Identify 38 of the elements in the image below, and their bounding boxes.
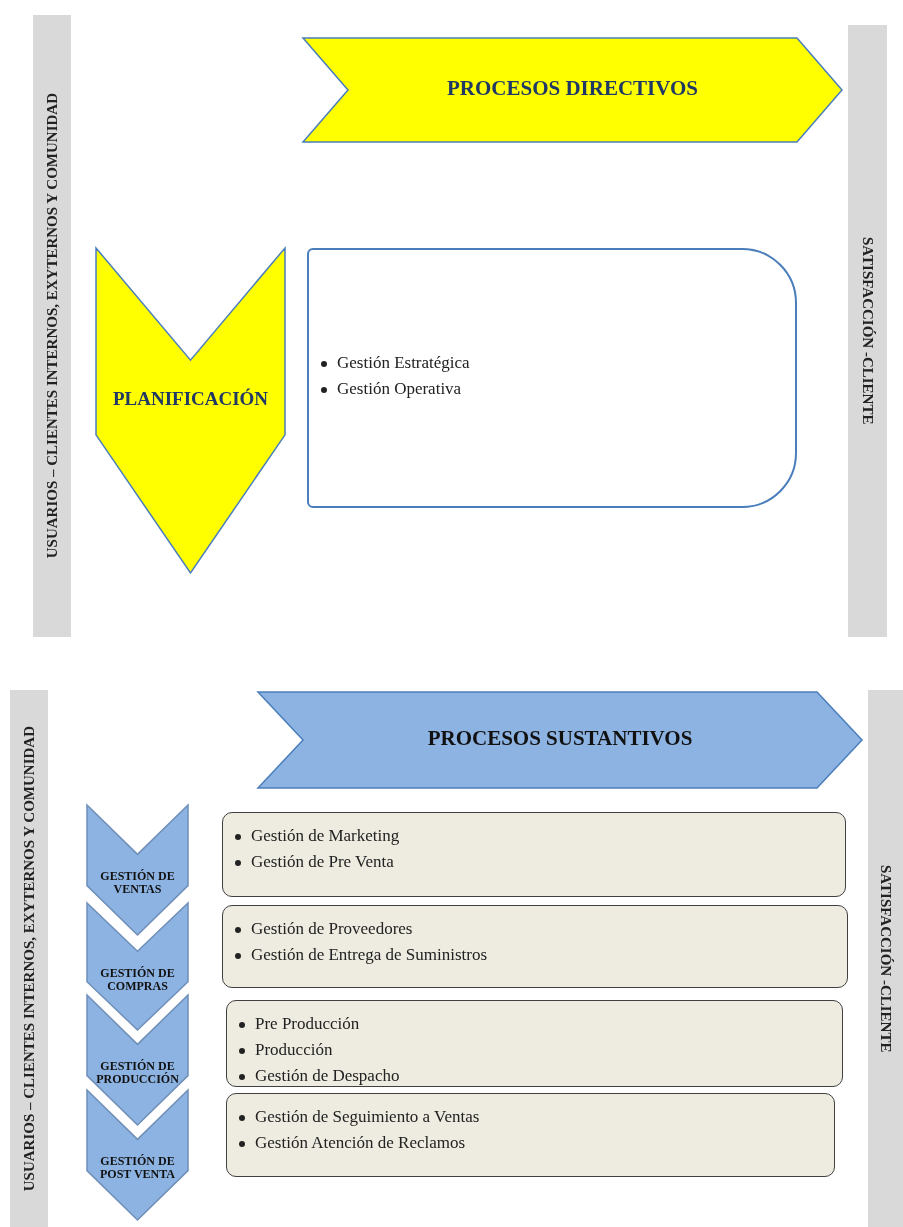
list-item-text: Gestión Operativa <box>337 379 462 398</box>
process-step-shape <box>87 903 188 1030</box>
process-step-shape <box>96 248 285 573</box>
list-item-text: Gestión de Proveedores <box>251 919 413 938</box>
banner-title: PROCESOS DIRECTIVOS <box>445 76 700 101</box>
process-step-shape <box>87 805 188 935</box>
side-band <box>33 15 71 637</box>
chevron-label: PLANIFICACIÓN <box>111 388 270 410</box>
chevron-banner <box>303 38 842 142</box>
process-box <box>226 1093 835 1177</box>
list-item-text: Gestión de Marketing <box>251 826 400 845</box>
list-item-text: Gestión Atención de Reclamos <box>255 1133 466 1152</box>
chevron-label: GESTIÓN DE POST VENTA <box>99 1155 176 1181</box>
process-box <box>307 248 797 508</box>
side-band <box>868 690 903 1227</box>
process-box <box>222 812 846 897</box>
list-item-text: Gestión Estratégica <box>337 353 470 372</box>
list-item-text: Gestión de Despacho <box>255 1066 400 1085</box>
banner-title: PROCESOS SUSTANTIVOS <box>426 726 694 751</box>
band-label: USUARIOS – CLIENTES INTERNOS, EXYTERNOS Y COMUNIDAD <box>20 725 38 1192</box>
chevron-label: GESTIÓN DE PRODUCCIÓN <box>95 1060 180 1086</box>
list-item-text: Gestión de Seguimiento a Ventas <box>255 1107 480 1126</box>
process-step-shape <box>87 995 188 1125</box>
band-label: SATISFACCIÓN -CLIENTE <box>877 864 894 1053</box>
band-label: USUARIOS – CLIENTES INTERNOS, EXYTERNOS Y COMUNIDAD <box>43 93 61 559</box>
list-item-text: Producción <box>255 1040 333 1059</box>
side-band <box>10 690 48 1227</box>
chevron-label: GESTIÓN DE VENTAS <box>99 870 176 896</box>
list-item-text: Gestión de Entrega de Suministros <box>251 945 488 964</box>
process-step-shape <box>87 1090 188 1220</box>
chevron-label: GESTIÓN DE COMPRAS <box>99 966 176 993</box>
process-box <box>222 905 848 988</box>
chevron-banner <box>258 692 862 788</box>
side-band <box>848 25 887 637</box>
list-item-text: Gestión de Pre Venta <box>251 852 394 871</box>
process-box <box>226 1000 843 1087</box>
list-item-text: Pre Producción <box>255 1014 360 1033</box>
band-label: SATISFACCIÓN -CLIENTE <box>859 237 876 425</box>
